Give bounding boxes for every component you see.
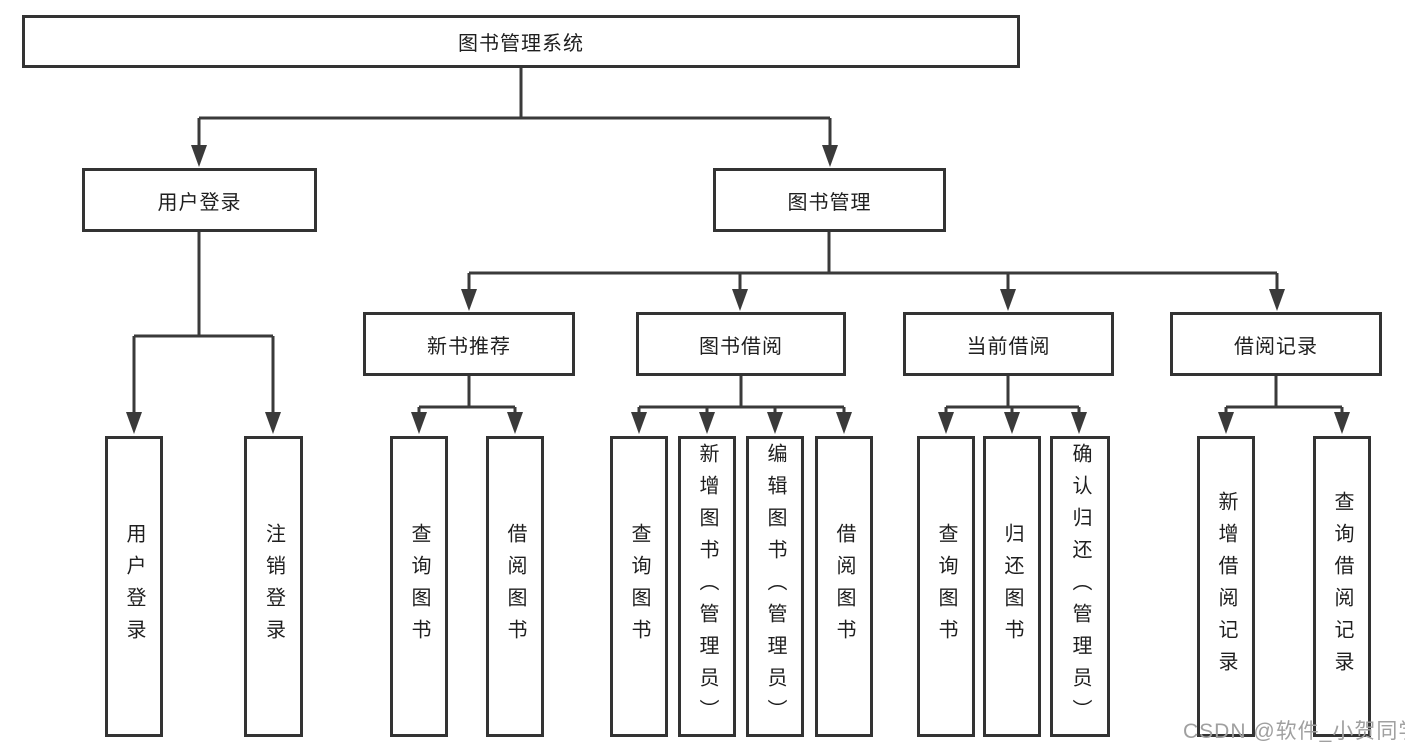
node-book-management-label: 图书管理 [787, 191, 872, 214]
node-leaf-logout-label: 注销登录 [262, 522, 285, 651]
node-leaf-br-add-record: 新增借阅记录 [1197, 436, 1255, 737]
node-leaf-nb-query-books: 查询图书 [390, 436, 448, 737]
node-leaf-bb-add-books: 新增图书（管理员） [678, 436, 736, 737]
node-new-book-recommend: 新书推荐 [363, 312, 575, 376]
node-leaf-br-query-record: 查询借阅记录 [1313, 436, 1371, 737]
node-user-login-label: 用户登录 [157, 191, 242, 214]
node-leaf-nb-borrow-books-label: 借阅图书 [504, 522, 526, 651]
node-leaf-bb-borrow-books: 借阅图书 [815, 436, 873, 737]
csdn-watermark: CSDN @软件_小贺同学 [1183, 720, 1405, 743]
node-leaf-br-query-record-label: 查询借阅记录 [1331, 490, 1353, 683]
node-current-borrow-label: 当前借阅 [966, 335, 1051, 358]
node-book-borrow: 图书借阅 [636, 312, 846, 376]
node-leaf-nb-borrow-books: 借阅图书 [486, 436, 544, 737]
node-leaf-nb-query-books-label: 查询图书 [408, 522, 430, 651]
node-current-borrow: 当前借阅 [903, 312, 1114, 376]
node-leaf-bb-query-books-label: 查询图书 [628, 522, 650, 651]
node-leaf-user-login-label: 用户登录 [123, 522, 145, 651]
node-book-management: 图书管理 [713, 168, 946, 232]
node-book-borrow-label: 图书借阅 [699, 335, 783, 358]
node-leaf-cb-confirm-return: 确认归还（管理员） [1050, 436, 1110, 737]
node-borrow-records-label: 借阅记录 [1234, 335, 1318, 358]
node-leaf-cb-query-books: 查询图书 [917, 436, 975, 737]
node-leaf-bb-edit-books-label: 编辑图书（管理员） [764, 442, 786, 731]
node-leaf-cb-confirm-return-label: 确认归还（管理员） [1069, 442, 1091, 731]
node-leaf-cb-return-books-label: 归还图书 [1001, 522, 1023, 651]
node-leaf-logout: 注销登录 [244, 436, 303, 737]
node-leaf-user-login: 用户登录 [105, 436, 163, 737]
node-leaf-bb-add-books-label: 新增图书（管理员） [696, 442, 718, 731]
node-leaf-bb-query-books: 查询图书 [610, 436, 668, 737]
node-user-login: 用户登录 [82, 168, 317, 232]
node-root-label: 图书管理系统 [458, 33, 584, 55]
node-leaf-bb-edit-books: 编辑图书（管理员） [746, 436, 804, 737]
node-leaf-cb-query-books-label: 查询图书 [935, 522, 957, 651]
node-new-book-recommend-label: 新书推荐 [427, 335, 511, 358]
node-borrow-records: 借阅记录 [1170, 312, 1382, 376]
node-leaf-br-add-record-label: 新增借阅记录 [1215, 490, 1237, 683]
node-leaf-bb-borrow-books-label: 借阅图书 [833, 522, 855, 651]
node-root: 图书管理系统 [22, 15, 1020, 68]
node-leaf-cb-return-books: 归还图书 [983, 436, 1041, 737]
